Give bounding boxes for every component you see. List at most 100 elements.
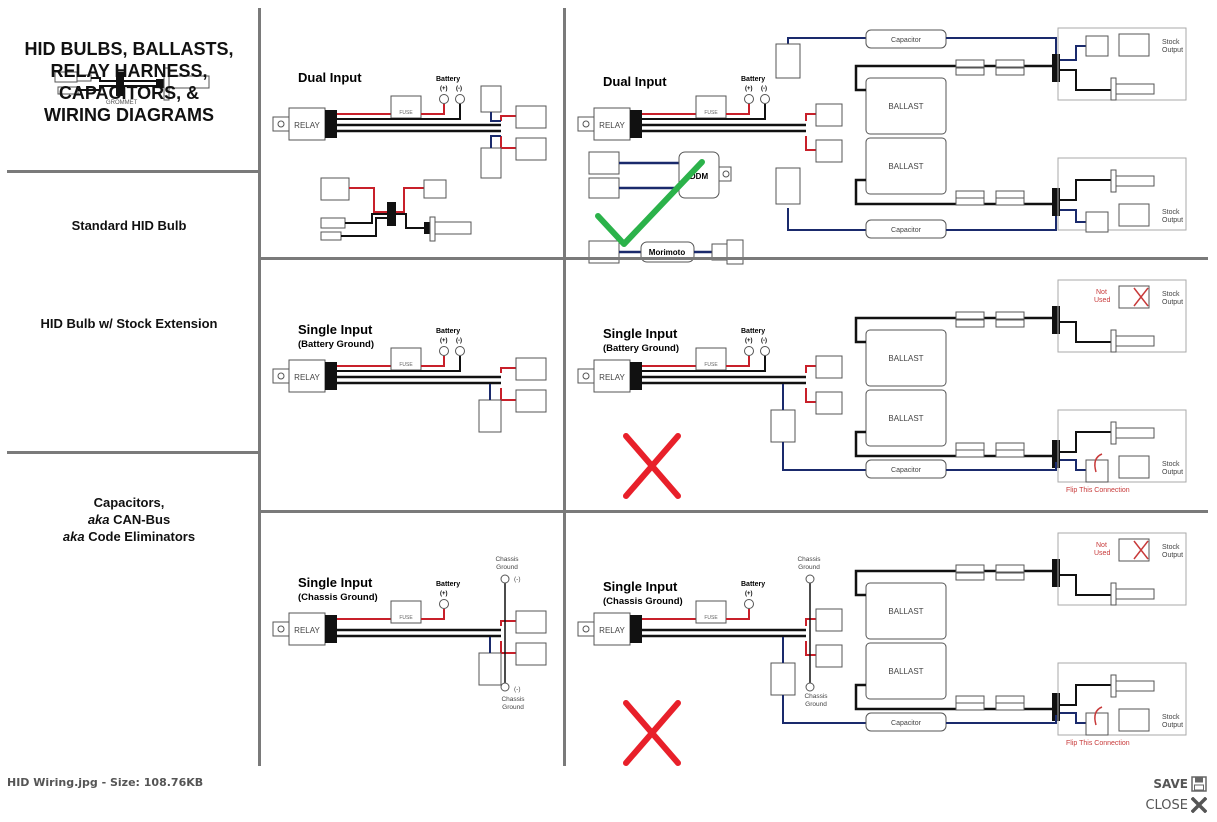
ballast-top — [865, 77, 947, 135]
capacitors-title: Capacitors, aka CAN-Bus aka Code Elimina… — [0, 494, 258, 545]
close-button[interactable]: CLOSE — [1145, 797, 1207, 813]
relay-label: RELAY — [599, 373, 625, 382]
plus-label: (+) — [745, 86, 753, 92]
diagram-title: Single Input — [298, 322, 373, 337]
full-wiring-diagram: Single Input(Chassis Ground)RELAYFUSEBat… — [577, 532, 1187, 766]
diagram-title: Dual Input — [298, 70, 362, 85]
used-label: Used — [1094, 550, 1110, 557]
output-label: Output — [1162, 552, 1183, 559]
close-x-icon — [1191, 797, 1207, 813]
divider-left — [258, 8, 261, 766]
relay-label: RELAY — [294, 121, 320, 130]
ballast-bottom — [865, 389, 947, 447]
output-box-top — [1057, 532, 1187, 606]
stock-label: Stock — [1162, 209, 1180, 216]
output-box-bottom — [1057, 662, 1187, 736]
stock-extension-diagram — [320, 177, 472, 242]
capacitors-title-rest: Code Eliminators — [84, 529, 196, 544]
relay-box — [593, 107, 631, 141]
fuse-label: FUSE — [399, 362, 413, 368]
divider-row-2 — [260, 510, 1208, 513]
ballast-bottom — [865, 642, 947, 700]
capacitor-label: Capacitor — [891, 37, 922, 44]
grommet-label: GROMMET — [106, 100, 138, 106]
diagram-title: Single Input — [603, 326, 678, 341]
minus-label: (-) — [761, 338, 767, 344]
fuse — [390, 600, 422, 624]
relay-label: RELAY — [294, 373, 320, 382]
capacitor-label: Capacitor — [891, 720, 922, 727]
capacitors-title-rest: CAN-Bus — [109, 512, 171, 527]
relay-harness-diagram: Single Input(Battery Ground)RELAYFUSEBat… — [272, 322, 547, 433]
output-label: Output — [1162, 469, 1183, 476]
main-title-line: HID BULBS, BALLASTS, — [24, 39, 234, 59]
floppy-disk-icon — [1191, 776, 1207, 792]
close-label: CLOSE — [1145, 797, 1188, 813]
diagram-subtitle: (Battery Ground) — [603, 343, 679, 354]
plus-label: (+) — [440, 591, 448, 597]
ground-label: Ground — [502, 704, 524, 711]
battery-label: Battery — [741, 76, 765, 83]
ballast-top — [865, 582, 947, 640]
ddm-capacitor: DDM — [588, 151, 732, 199]
plus-label: (+) — [440, 86, 448, 92]
ballast-label: BALLAST — [888, 102, 923, 111]
ground-label: Ground — [798, 564, 820, 571]
save-button[interactable]: SAVE — [1153, 776, 1207, 792]
relay-label: RELAY — [599, 626, 625, 635]
relay-label: RELAY — [599, 121, 625, 130]
stock-extension-title: HID Bulb w/ Stock Extension — [40, 316, 218, 331]
battery-label: Battery — [436, 76, 460, 83]
morimoto-label: Morimoto — [649, 248, 686, 257]
output-box-top — [1057, 279, 1187, 353]
stock-label: Stock — [1162, 39, 1180, 46]
diagram-title: Single Input — [298, 575, 373, 590]
stock-label: Stock — [1162, 461, 1180, 468]
ddm-label: DDM — [690, 172, 709, 181]
ground-label: Ground — [805, 701, 827, 708]
battery-label: Battery — [436, 581, 460, 588]
minus-label: (-) — [456, 338, 462, 344]
stock-label: Stock — [1162, 714, 1180, 721]
diagram-title: Single Input — [603, 579, 678, 594]
diagram-title: Dual Input — [603, 74, 667, 89]
diagram-subtitle: (Chassis Ground) — [603, 596, 683, 607]
capacitors-title-line: Capacitors, — [93, 495, 165, 510]
not-label: Not — [1096, 542, 1107, 549]
divider-left-1 — [7, 170, 259, 173]
bulb-diagrams: GROMMET — [54, 67, 210, 106]
diagram-subtitle: (Battery Ground) — [298, 339, 374, 350]
full-wiring-diagram: Single Input(Battery Ground)RELAYFUSEBat… — [577, 279, 1187, 499]
ballast-top — [865, 329, 947, 387]
fuse-label: FUSE — [399, 110, 413, 116]
divider-row-1 — [260, 257, 1208, 260]
ballast-label: BALLAST — [888, 607, 923, 616]
used-label: Used — [1094, 297, 1110, 304]
not-label: Not — [1096, 289, 1107, 296]
divider-middle — [563, 8, 566, 766]
relay-box — [288, 359, 326, 393]
output-label: Output — [1162, 217, 1183, 224]
minus-label: (-) — [761, 86, 767, 92]
output-box-bottom — [1057, 157, 1187, 231]
fuse-label: FUSE — [704, 362, 718, 368]
stock-label: Stock — [1162, 544, 1180, 551]
fuse-label: FUSE — [704, 110, 718, 116]
ground-label: Ground — [496, 564, 518, 571]
chassis-label: Chassis — [501, 696, 525, 703]
chassis-label: Chassis — [804, 693, 828, 700]
flip-connection-label: Flip This Connection — [1066, 740, 1130, 747]
capacitor-label: Capacitor — [891, 227, 922, 234]
capacitors-title-line: aka Code Eliminators — [0, 528, 258, 545]
ballast-label: BALLAST — [888, 162, 923, 171]
relay-box — [288, 107, 326, 141]
fuse-label: FUSE — [704, 615, 718, 621]
ballast-label: BALLAST — [888, 354, 923, 363]
